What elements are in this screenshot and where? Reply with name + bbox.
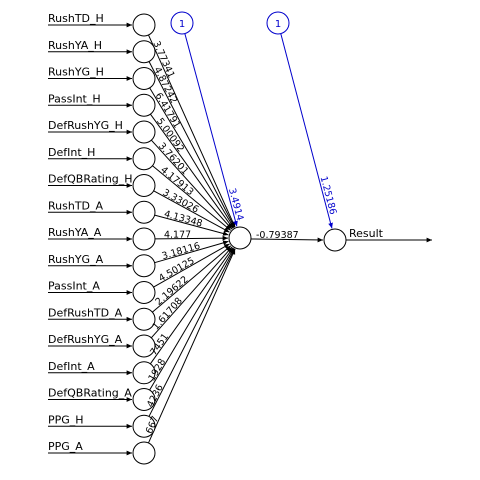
- input-node: [132, 361, 156, 385]
- input-label: RushYA_A: [48, 226, 102, 239]
- input-node: [132, 227, 156, 251]
- weight-edge: [150, 113, 234, 229]
- hidden-output-weight: -0.79387: [256, 230, 299, 241]
- bias-weight-output: 1.25186: [318, 175, 339, 216]
- input-label: RushTD_A: [48, 199, 104, 212]
- weight-edge: [154, 240, 229, 264]
- weight-label: 4236: [145, 383, 166, 410]
- bias-label-hidden: 1: [179, 19, 185, 30]
- weight-edge: [148, 34, 236, 228]
- weight-edge: [149, 247, 234, 365]
- weight-edge: [154, 214, 229, 236]
- nodes-layer: [132, 11, 347, 465]
- input-label: DefRushYG_H: [48, 119, 123, 132]
- input-node: [132, 307, 156, 331]
- hidden-output-edge: [250, 237, 324, 243]
- edges-layer: [48, 22, 432, 456]
- weight-label: 4.13348: [163, 209, 204, 230]
- hidden-node: [228, 226, 252, 250]
- input-node: [132, 174, 156, 197]
- weight-edge: [152, 245, 232, 313]
- bias-node-output: [266, 11, 290, 35]
- input-node: [132, 13, 156, 37]
- input-node: [132, 441, 156, 465]
- bias-edge-output: [280, 33, 333, 229]
- weight-edge: [151, 139, 233, 230]
- input-label: PPG_H: [48, 413, 84, 426]
- input-label: RushYA_H: [48, 39, 102, 52]
- input-node: [132, 254, 156, 278]
- input-label: PassInt_H: [48, 92, 101, 105]
- bias-edge-hidden: [184, 33, 238, 227]
- weight-edge: [153, 190, 230, 233]
- input-node: [132, 281, 156, 304]
- weight-edge: [154, 235, 229, 241]
- weight-edge: [150, 246, 233, 339]
- weight-edge: [148, 248, 236, 444]
- input-node: [132, 388, 156, 411]
- input-label: DefInt_A: [48, 360, 95, 373]
- weight-edge: [149, 248, 235, 391]
- input-node: [132, 147, 156, 171]
- input-node: [132, 120, 156, 144]
- weight-edge: [152, 165, 232, 231]
- input-label: DefRushYG_A: [48, 333, 123, 346]
- bias-node-hidden: [170, 11, 194, 35]
- weight-edge: [149, 87, 235, 228]
- input-label: PassInt_A: [48, 280, 100, 293]
- bias-label-output: 1: [275, 19, 281, 30]
- input-label: DefRushTD_A: [48, 306, 123, 319]
- input-label: DefQBRating_A: [48, 387, 132, 400]
- input-label: RushTD_H: [48, 12, 104, 25]
- input-label: RushYG_H: [48, 66, 104, 79]
- input-node: [132, 414, 156, 438]
- input-node: [132, 93, 156, 117]
- input-node: [132, 334, 156, 358]
- weight-edge: [153, 243, 230, 288]
- input-label: RushYG_A: [48, 253, 104, 266]
- weight-edge: [148, 61, 235, 228]
- input-label: DefQBRating_H: [48, 173, 133, 186]
- input-node: [132, 200, 156, 224]
- output-node: [323, 228, 347, 252]
- input-label: DefInt_H: [48, 146, 95, 159]
- input-node: [132, 40, 156, 64]
- weight-edge: [148, 248, 235, 417]
- output-label: Result: [349, 227, 384, 240]
- input-label: PPG_A: [48, 440, 83, 453]
- input-node: [132, 67, 156, 90]
- weight-label: 4.177: [164, 230, 191, 241]
- weight-label: 3.18116: [161, 241, 202, 262]
